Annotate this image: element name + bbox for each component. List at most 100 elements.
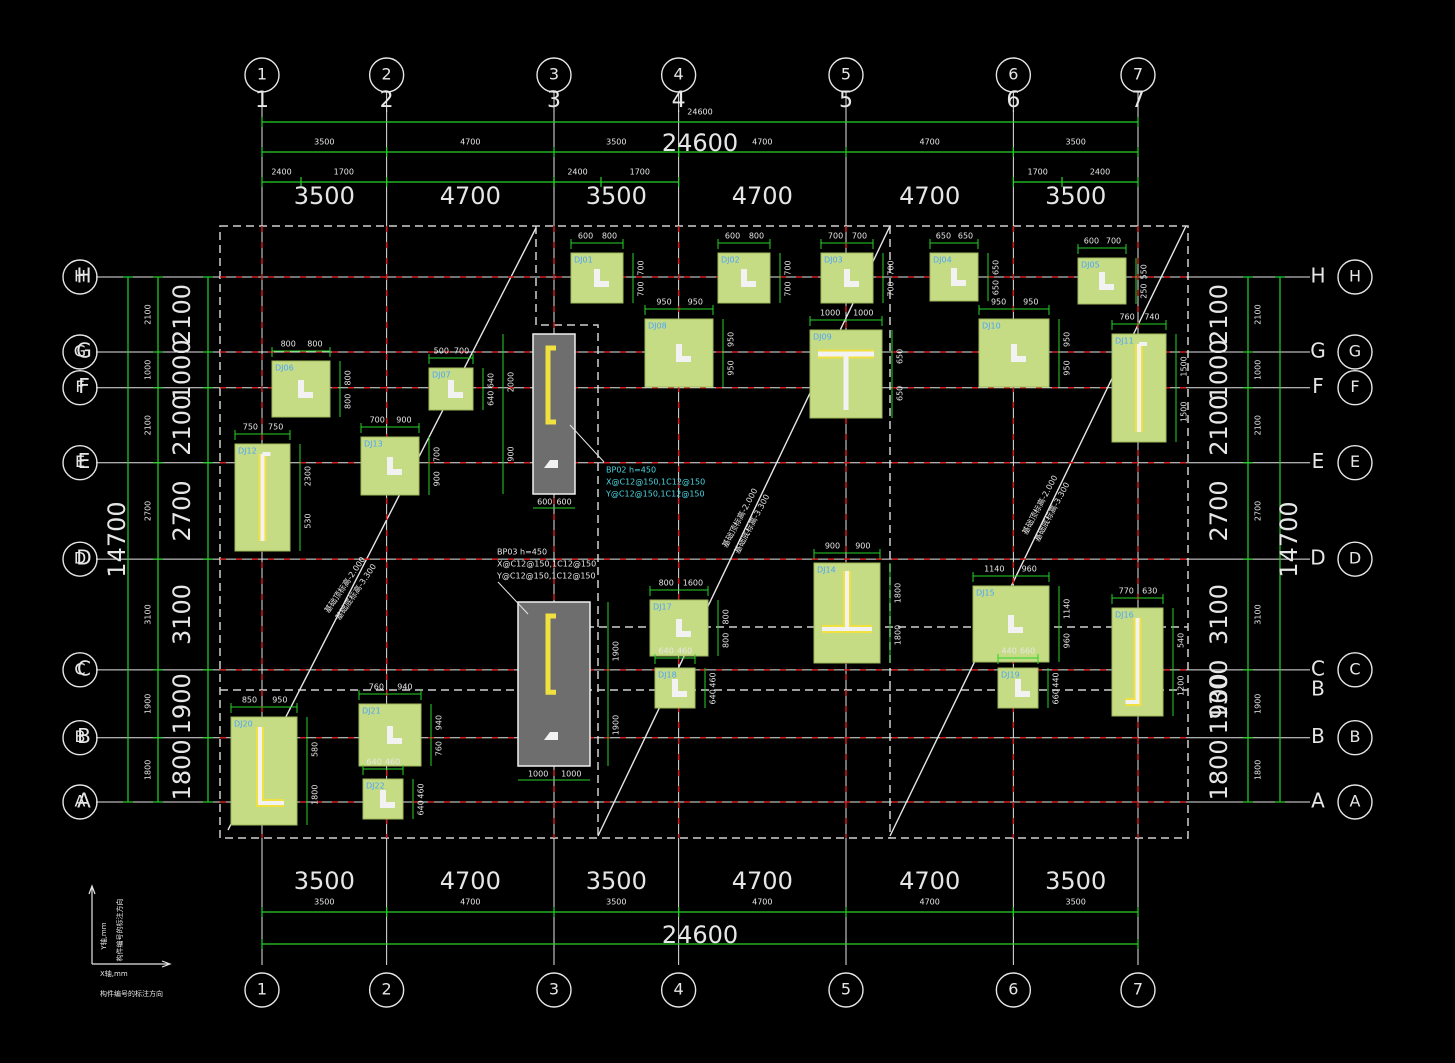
dim-text: 1800 — [894, 583, 903, 603]
dim-text: 2300 — [304, 466, 313, 486]
footing: DJ20 — [230, 716, 298, 826]
footing-id: DJ14 — [817, 566, 836, 575]
column — [672, 679, 687, 697]
footing-id: DJ09 — [813, 333, 832, 342]
dim-text: 700 — [370, 416, 385, 425]
dim-text: 600 — [537, 498, 552, 507]
axis-label-large: H — [1310, 264, 1325, 288]
footing-id: DJ12 — [238, 447, 257, 456]
axis-label-large: 7 — [1131, 88, 1145, 113]
axis-bubble-label: G — [74, 342, 86, 361]
dim-text: 3500 — [314, 898, 334, 907]
dim-text: 800 — [659, 579, 674, 588]
dim-text: 950 — [1063, 332, 1072, 347]
footing-id: DJ21 — [362, 707, 381, 716]
pile-note: X@C12@150,1C12@150 — [497, 560, 596, 569]
column — [448, 380, 463, 398]
legend-arrow — [161, 960, 172, 968]
footing-id: DJ05 — [1081, 261, 1100, 270]
dim-text: 650 — [896, 386, 905, 401]
axis-bubble-G — [62, 334, 98, 370]
span-label-right: 2700 — [1205, 480, 1233, 541]
axis-label-large: A — [1311, 789, 1325, 813]
span-label-right: 3100 — [1205, 584, 1233, 645]
axis-bubble-label: 4 — [674, 65, 684, 84]
dim-text: 14700 — [103, 501, 131, 577]
dim-text: 950 — [1023, 298, 1038, 307]
dim-text: 2400 — [1090, 168, 1110, 177]
pile-cap-body — [517, 601, 591, 767]
axis-label-large: 3 — [547, 88, 561, 113]
dim-text: 600 — [725, 232, 740, 241]
dim-text: 4700 — [920, 898, 940, 907]
axis-bubble-label: H — [1349, 267, 1361, 286]
column — [544, 460, 558, 468]
dim-text: 1900 — [1254, 694, 1263, 714]
column — [741, 269, 756, 287]
dim-text: 2100 — [1254, 304, 1263, 324]
column — [380, 790, 395, 808]
column — [298, 380, 313, 398]
dim-text: 700 — [454, 347, 469, 356]
footing: DJ10 — [978, 318, 1050, 388]
section-diagonal — [889, 225, 1187, 837]
axis-bubble-label: H — [74, 267, 86, 286]
footing: DJ07 — [428, 367, 474, 411]
dim-text: 1800 — [1254, 760, 1263, 780]
axis-bubble-label: 1 — [257, 65, 267, 84]
dim-text: 2100 — [1254, 415, 1263, 435]
span-label-left: 1800 — [168, 739, 196, 800]
dim-text: 800 — [307, 340, 322, 349]
axis-bubble-label: 6 — [1008, 980, 1018, 999]
axis-bubble-H — [1337, 259, 1373, 295]
dim-text: 250 — [1140, 283, 1149, 298]
dim-text: 900 — [433, 471, 442, 486]
dim-text: 600 — [1084, 237, 1099, 246]
dim-text: 14700 — [1275, 501, 1303, 577]
dim-text: 1600 — [683, 579, 703, 588]
leader-line — [497, 581, 529, 615]
dim-text: 640 — [367, 758, 382, 767]
dim-text: 850 — [242, 696, 257, 705]
footing: DJ19 — [997, 667, 1039, 709]
dim-text: 3100 — [1254, 604, 1263, 624]
dim-text: 4700 — [752, 898, 772, 907]
dim-text: 650 — [896, 349, 905, 364]
axis-bubble-label: 3 — [549, 980, 559, 999]
span-label-left: 1000 — [168, 339, 196, 400]
dim-text: 900 — [396, 416, 411, 425]
column — [676, 619, 691, 637]
axis-bubble-E — [1337, 445, 1373, 481]
footing: DJ17 — [649, 599, 709, 657]
span-label-bottom: 3500 — [1045, 867, 1106, 895]
footing-pad — [717, 252, 771, 304]
axis-bubble-label: C — [74, 659, 85, 678]
dim-text: 950 — [272, 696, 287, 705]
dim-text: 700 — [784, 281, 793, 296]
dim-text: 1700 — [1028, 168, 1048, 177]
span-label-top: 3500 — [586, 182, 647, 210]
axis-bubble-label: A — [75, 792, 86, 811]
dim-text: 2400 — [271, 168, 291, 177]
dim-text: 460 — [385, 758, 400, 767]
footing-id: DJ19 — [1001, 671, 1020, 680]
footing-id: DJ10 — [982, 322, 1001, 331]
axis-label-large: H — [76, 264, 91, 288]
footing: DJ12 — [234, 443, 291, 552]
span-label-right: 2100 — [1205, 284, 1233, 345]
dim-text: 630 — [1142, 587, 1157, 596]
axis-label-large: B — [77, 724, 91, 748]
dim-text: 800 — [602, 232, 617, 241]
axis-label-large: G — [1310, 339, 1326, 363]
span-label-bottom: 3500 — [586, 867, 647, 895]
dashed-outlines — [219, 225, 1189, 839]
footing-id: DJ03 — [824, 256, 843, 265]
dim-text: 900 — [825, 542, 840, 551]
dim-text: 650 — [992, 280, 1001, 295]
axis-bubble-A — [1337, 784, 1373, 820]
axis-bubble-label: 7 — [1133, 65, 1143, 84]
